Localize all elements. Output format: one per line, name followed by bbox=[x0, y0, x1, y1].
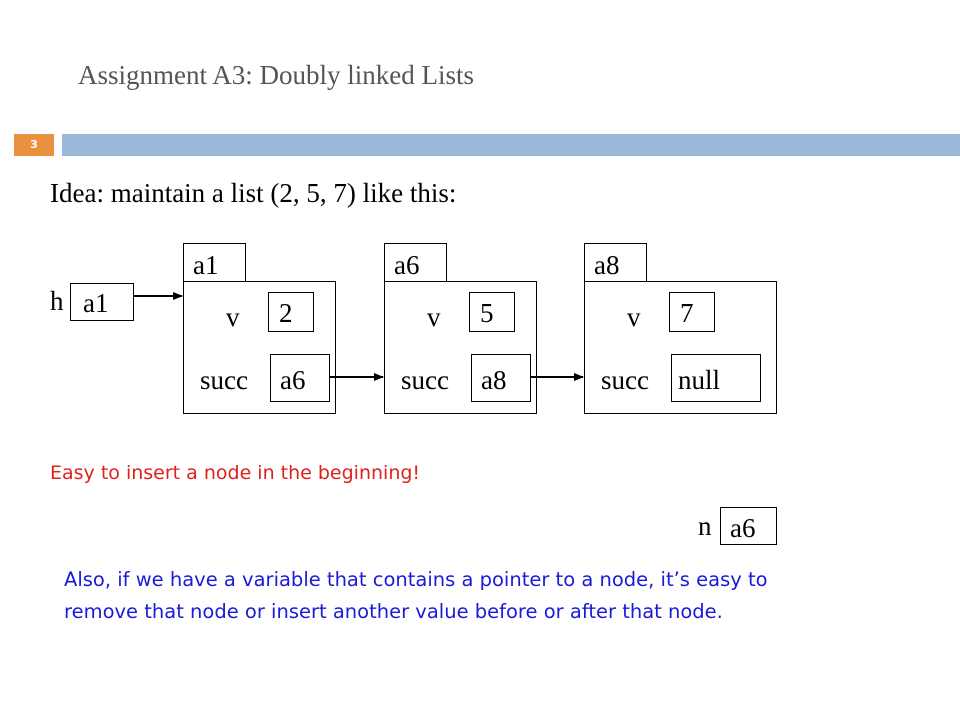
node-3-v-box: 7 bbox=[669, 292, 715, 332]
node-2: v 5 succ a8 bbox=[384, 281, 537, 414]
node-3-v-label: v bbox=[627, 302, 641, 332]
node-3-v-value: 7 bbox=[680, 298, 694, 328]
node-1-succ-box: a6 bbox=[270, 354, 330, 402]
node-2-succ-label: succ bbox=[401, 365, 449, 395]
node-1-succ-label: succ bbox=[200, 365, 248, 395]
n-var-name: n bbox=[698, 511, 712, 541]
also-note: Also, if we have a variable that contain… bbox=[64, 568, 768, 623]
node-2-v-box: 5 bbox=[469, 292, 515, 332]
node-3-succ-label: succ bbox=[601, 365, 649, 395]
head-var-value: a1 bbox=[83, 288, 109, 318]
node-2-address: a6 bbox=[394, 250, 420, 280]
node-3-succ-value: null bbox=[678, 365, 721, 395]
slide-title: Assignment A3: Doubly linked Lists bbox=[78, 60, 475, 90]
slide-number: 3 bbox=[14, 134, 54, 156]
node-2-v-value: 5 bbox=[480, 298, 494, 328]
head-var-name: h bbox=[50, 286, 64, 316]
idea-text: Idea: maintain a list (2, 5, 7) like thi… bbox=[50, 178, 457, 208]
node-3-succ-box: null bbox=[671, 354, 761, 402]
node-1-v-value: 2 bbox=[279, 298, 293, 328]
node-3: v 7 succ null bbox=[584, 281, 777, 414]
node-3-address: a8 bbox=[594, 250, 620, 280]
n-var-value: a6 bbox=[730, 513, 756, 543]
node-1: v 2 succ a6 bbox=[183, 281, 336, 414]
node-1-v-box: 2 bbox=[268, 292, 314, 332]
head-var-box: a1 bbox=[70, 283, 134, 321]
n-var-box: a6 bbox=[720, 507, 777, 545]
node-1-v-label: v bbox=[226, 302, 240, 332]
node-2-succ-value: a8 bbox=[481, 365, 507, 395]
node-2-address-tab: a6 bbox=[384, 243, 447, 281]
node-1-address: a1 bbox=[193, 250, 219, 280]
easy-insert-note: Easy to insert a node in the beginning! bbox=[50, 462, 421, 484]
node-3-address-tab: a8 bbox=[584, 243, 647, 281]
node-1-address-tab: a1 bbox=[183, 243, 246, 281]
node-2-v-label: v bbox=[427, 302, 441, 332]
node-1-succ-value: a6 bbox=[280, 365, 306, 395]
node-2-succ-box: a8 bbox=[471, 354, 531, 402]
header-bar bbox=[62, 134, 960, 156]
